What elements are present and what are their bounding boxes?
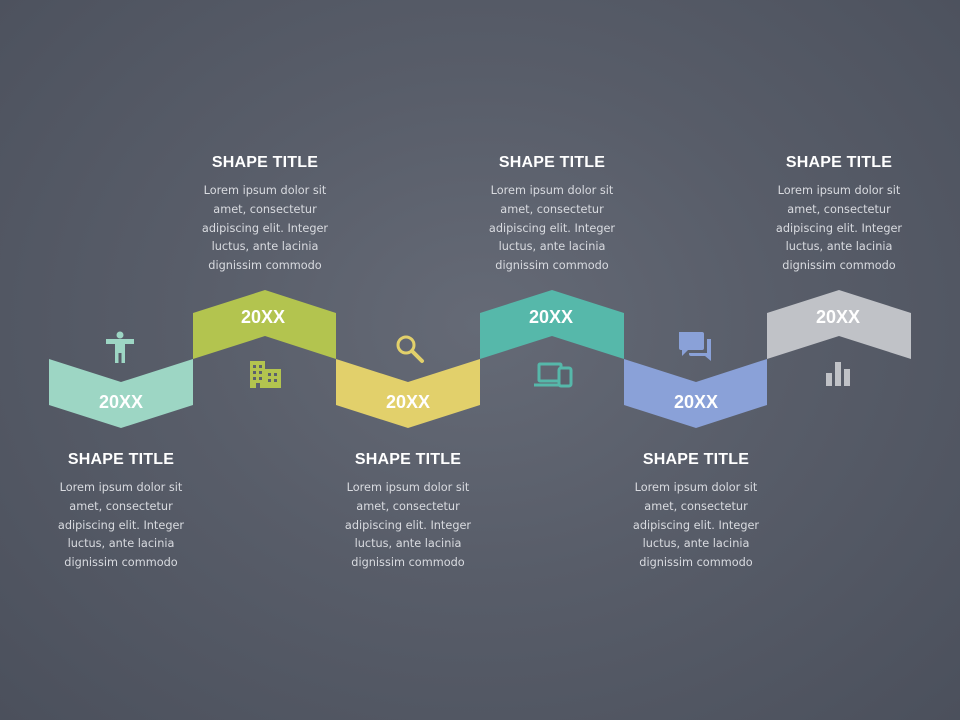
step-2-title: SHAPE TITLE bbox=[211, 154, 319, 171]
step-6-title: SHAPE TITLE bbox=[785, 154, 893, 171]
step-1-body: Lorem ipsum dolor sit amet, consectetur … bbox=[46, 479, 196, 573]
body-line: adipiscing elit. Integer bbox=[488, 221, 616, 235]
step-5-text: SHAPE TITLE Lorem ipsum dolor sit amet, … bbox=[621, 451, 771, 573]
step-3-year: 20XX bbox=[386, 392, 430, 412]
step-3-body: Lorem ipsum dolor sit amet, consectetur … bbox=[333, 479, 483, 573]
step-4-body: Lorem ipsum dolor sit amet, consectetur … bbox=[477, 182, 627, 276]
body-line: adipiscing elit. Integer bbox=[775, 221, 903, 235]
body-line: dignissim commodo bbox=[208, 259, 322, 273]
step-6-year: 20XX bbox=[816, 307, 860, 327]
body-line: amet, consectetur bbox=[356, 499, 460, 513]
body-line: adipiscing elit. Integer bbox=[632, 518, 760, 532]
body-line: adipiscing elit. Integer bbox=[57, 518, 185, 532]
body-line: amet, consectetur bbox=[213, 202, 317, 216]
step-6-shape bbox=[767, 290, 911, 359]
body-line: luctus, ante lacinia bbox=[642, 537, 750, 551]
step-2-year: 20XX bbox=[241, 307, 285, 327]
body-line: adipiscing elit. Integer bbox=[201, 221, 329, 235]
step-1-title: SHAPE TITLE bbox=[67, 451, 175, 468]
step-2-body: Lorem ipsum dolor sit amet, consectetur … bbox=[190, 182, 340, 276]
body-line: amet, consectetur bbox=[787, 202, 891, 216]
body-line: luctus, ante lacinia bbox=[211, 240, 319, 254]
devices-icon bbox=[534, 362, 573, 388]
step-1-year: 20XX bbox=[99, 392, 143, 412]
step-4-year: 20XX bbox=[529, 307, 573, 327]
step-4-text: SHAPE TITLE Lorem ipsum dolor sit amet, … bbox=[477, 154, 627, 276]
step-3-title: SHAPE TITLE bbox=[354, 451, 462, 468]
step-5-body: Lorem ipsum dolor sit amet, consectetur … bbox=[621, 479, 771, 573]
body-line: Lorem ipsum dolor sit bbox=[346, 481, 470, 494]
step-6-text: SHAPE TITLE Lorem ipsum dolor sit amet, … bbox=[764, 154, 914, 276]
step-6-body: Lorem ipsum dolor sit amet, consectetur … bbox=[764, 182, 914, 276]
step-2-shape bbox=[193, 290, 336, 359]
body-line: dignissim commodo bbox=[495, 259, 609, 273]
body-line: adipiscing elit. Integer bbox=[344, 518, 472, 532]
body-line: dignissim commodo bbox=[782, 259, 896, 273]
body-line: Lorem ipsum dolor sit bbox=[203, 184, 327, 197]
body-line: luctus, ante lacinia bbox=[785, 240, 893, 254]
body-line: dignissim commodo bbox=[64, 556, 178, 570]
step-4-title: SHAPE TITLE bbox=[498, 154, 606, 171]
body-line: luctus, ante lacinia bbox=[67, 537, 175, 551]
body-line: amet, consectetur bbox=[500, 202, 604, 216]
building-icon bbox=[250, 361, 281, 388]
body-line: dignissim commodo bbox=[639, 556, 753, 570]
body-line: amet, consectetur bbox=[69, 499, 173, 513]
step-3-shape bbox=[336, 359, 480, 428]
step-5-shape bbox=[624, 359, 767, 428]
step-5-year: 20XX bbox=[674, 392, 718, 412]
body-line: luctus, ante lacinia bbox=[498, 240, 606, 254]
body-line: dignissim commodo bbox=[351, 556, 465, 570]
body-line: Lorem ipsum dolor sit bbox=[777, 184, 901, 197]
step-1-shape bbox=[49, 359, 193, 428]
body-line: luctus, ante lacinia bbox=[354, 537, 462, 551]
body-line: Lorem ipsum dolor sit bbox=[59, 481, 183, 494]
step-5-title: SHAPE TITLE bbox=[642, 451, 750, 468]
step-2-text: SHAPE TITLE Lorem ipsum dolor sit amet, … bbox=[190, 154, 340, 276]
step-4-shape bbox=[480, 290, 624, 359]
chat-icon bbox=[679, 332, 711, 361]
body-line: Lorem ipsum dolor sit bbox=[634, 481, 758, 494]
body-line: Lorem ipsum dolor sit bbox=[490, 184, 614, 197]
bar-chart-icon bbox=[826, 362, 850, 386]
search-icon bbox=[396, 335, 424, 363]
step-3-text: SHAPE TITLE Lorem ipsum dolor sit amet, … bbox=[333, 451, 483, 573]
body-line: amet, consectetur bbox=[644, 499, 748, 513]
person-icon bbox=[106, 331, 134, 363]
step-1-text: SHAPE TITLE Lorem ipsum dolor sit amet, … bbox=[46, 451, 196, 573]
